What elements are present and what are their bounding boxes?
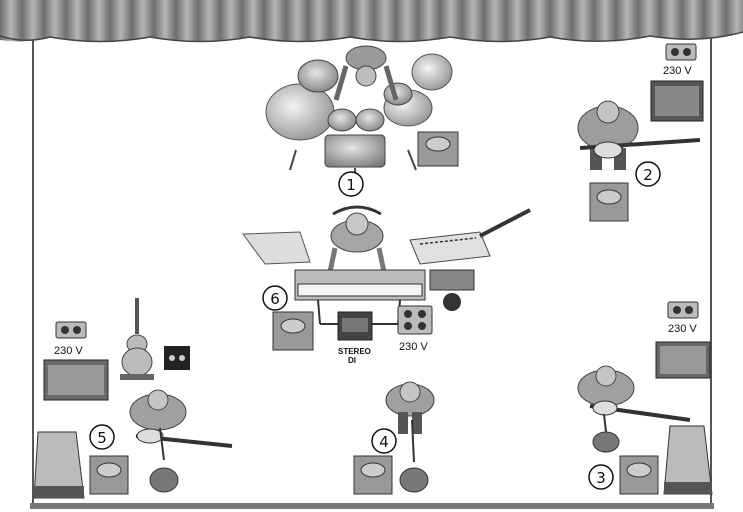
stage-edge [30,503,714,509]
monitor-wedge [89,455,129,495]
guitar-amp [43,359,109,401]
guitarist [577,100,701,170]
power-label: 230 V [668,323,697,335]
mic-stand [399,419,429,493]
position-number: 6 [270,290,280,308]
position-number: 4 [379,433,389,451]
power-label: 230 V [399,341,428,353]
power-outlet-quad [397,305,433,335]
stereo-di-box [337,311,373,341]
power-outlet [55,321,87,339]
acoustic-guitar [120,298,154,380]
pa-speaker [33,431,85,499]
keyboardist [327,205,387,273]
guitar-amp [655,341,711,379]
di-box-label-line2: DI [348,356,356,365]
position-marker-4: 4 [371,428,397,454]
power-outlet [667,301,699,319]
position-number: 2 [643,166,653,184]
di-box-label-line1: STEREO [338,347,371,356]
position-number: 3 [596,469,606,487]
monitor-wedge [589,182,629,222]
keyboard [294,269,426,325]
monitor-wedge [619,455,659,495]
vocalist [385,381,435,434]
position-marker-2: 2 [635,161,661,187]
power-label: 230 V [663,65,692,77]
position-marker-5: 5 [89,424,115,450]
monitor-wedge [272,311,314,351]
monitor-wedge [353,455,393,495]
di-box [164,346,190,370]
monitor-wedge [417,131,459,167]
curtain [0,0,743,43]
mic-stand [592,413,620,453]
keytar [409,208,531,265]
guitarist [129,389,233,448]
effects-unit [429,269,475,311]
position-marker-6: 6 [262,285,288,311]
power-label: 230 V [54,345,83,357]
guitarist [577,365,691,422]
pa-speaker [663,425,713,495]
position-number: 1 [346,176,356,194]
drum-kit [265,45,453,175]
position-marker-3: 3 [588,464,614,490]
position-number: 5 [97,429,107,447]
monitor-speaker [242,231,311,265]
position-marker-1: 1 [338,171,364,197]
power-outlet [665,43,697,61]
guitar-amp [650,80,704,122]
mic-stand [149,427,179,493]
